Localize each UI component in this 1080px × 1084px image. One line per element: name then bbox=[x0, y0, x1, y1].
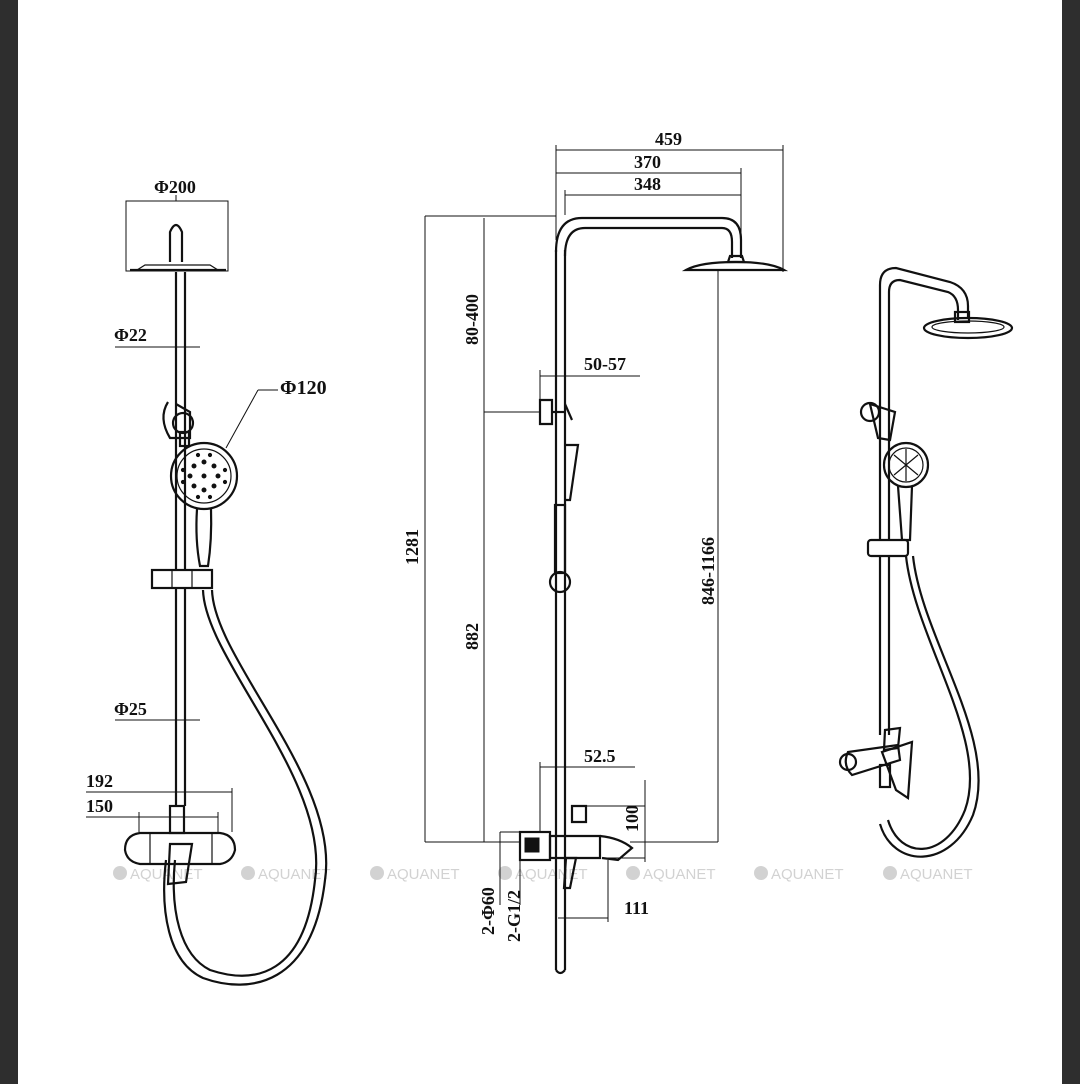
mixer-body bbox=[123, 831, 237, 866]
drawing-sheet: AQUANET AQUANET AQUANET AQUANET AQUANET … bbox=[18, 0, 1062, 1084]
dim-spout-projection: 111 bbox=[624, 898, 649, 918]
perspective-rain-head bbox=[922, 316, 1014, 340]
perspective-slider bbox=[866, 538, 910, 558]
dim-total-height: 1281 bbox=[402, 529, 422, 565]
dim-pipe-bottom: Φ25 bbox=[114, 699, 147, 719]
slider-side bbox=[548, 570, 572, 594]
dim-mixer-outer: 192 bbox=[86, 771, 113, 791]
dim-arm-inner: 348 bbox=[634, 174, 661, 194]
watermark-1: AQUANET bbox=[113, 866, 203, 883]
mixer-lever bbox=[166, 842, 194, 886]
perspective-view bbox=[838, 266, 1014, 858]
dim-mixer-inner: 150 bbox=[86, 796, 113, 816]
perspective-lever bbox=[880, 740, 914, 800]
shower-system-drawing: AQUANET AQUANET AQUANET AQUANET AQUANET … bbox=[86, 129, 1014, 986]
watermark-row: AQUANET AQUANET AQUANET AQUANET AQUANET … bbox=[113, 866, 973, 883]
perspective-arm bbox=[878, 266, 970, 735]
dim-inlet-thread: 2-G1/2 bbox=[504, 890, 524, 942]
hand-shower-side bbox=[565, 443, 580, 502]
watermark-3: AQUANET bbox=[370, 866, 460, 883]
watermark-text: AQUANET bbox=[258, 866, 331, 883]
hand-shower-handle bbox=[195, 508, 213, 568]
perspective-hand-shower bbox=[882, 441, 930, 489]
dim-mixer-height: 100 bbox=[622, 805, 642, 832]
watermark-2: AQUANET bbox=[241, 866, 331, 883]
dim-head-diameter: Φ200 bbox=[154, 177, 196, 197]
mixer-side bbox=[548, 834, 602, 860]
watermark-text: AQUANET bbox=[515, 866, 588, 883]
watermark-7: AQUANET bbox=[883, 866, 973, 883]
watermark-4: AQUANET bbox=[498, 866, 588, 883]
hand-shower bbox=[169, 441, 239, 511]
lever-side bbox=[599, 834, 634, 862]
dim-head-height: 80-400 bbox=[462, 294, 482, 345]
dim-arm-middle: 370 bbox=[634, 152, 661, 172]
slider bbox=[150, 568, 214, 590]
watermark-5: AQUANET bbox=[626, 866, 716, 883]
side-view: 459 370 348 1281 80-400 bbox=[402, 129, 789, 975]
front-view: Φ200 Φ22 Φ120 Φ25 192 150 bbox=[86, 177, 328, 986]
dim-inlet-diameter: 2-Φ60 bbox=[478, 887, 498, 935]
diverter-side bbox=[570, 804, 588, 824]
rain-head-side bbox=[681, 260, 789, 272]
head-dimension-box bbox=[125, 200, 229, 272]
watermark-text: AQUANET bbox=[387, 866, 460, 883]
spray-nozzles bbox=[180, 452, 228, 500]
watermark-text: AQUANET bbox=[900, 866, 973, 883]
diverter bbox=[168, 804, 186, 835]
perspective-holder bbox=[868, 402, 897, 442]
dim-hand-shower: Φ120 bbox=[280, 377, 327, 399]
dim-arm-total: 459 bbox=[655, 129, 682, 149]
watermark-text: AQUANET bbox=[771, 866, 844, 883]
dim-adjust-range: 846-1166 bbox=[698, 537, 718, 605]
perspective-hose bbox=[886, 555, 972, 850]
overhead-arm bbox=[554, 216, 743, 258]
dim-holder-offset: 50-57 bbox=[584, 354, 626, 374]
spout-side bbox=[562, 856, 578, 890]
rain-head-body bbox=[134, 264, 221, 271]
dim-lower-pipe: 882 bbox=[462, 623, 482, 650]
holder-side bbox=[538, 398, 554, 426]
head-arm bbox=[168, 223, 184, 262]
dim-pipe-top: Φ22 bbox=[114, 325, 147, 345]
dim-mixer-offset: 52.5 bbox=[584, 746, 616, 766]
watermark-text: AQUANET bbox=[643, 866, 716, 883]
perspective-handle bbox=[896, 485, 914, 542]
watermark-text: AQUANET bbox=[130, 866, 203, 883]
watermark-6: AQUANET bbox=[754, 866, 844, 883]
perspective-mixer bbox=[844, 743, 902, 777]
hand-shower-holder bbox=[162, 401, 192, 440]
hose bbox=[172, 589, 318, 977]
